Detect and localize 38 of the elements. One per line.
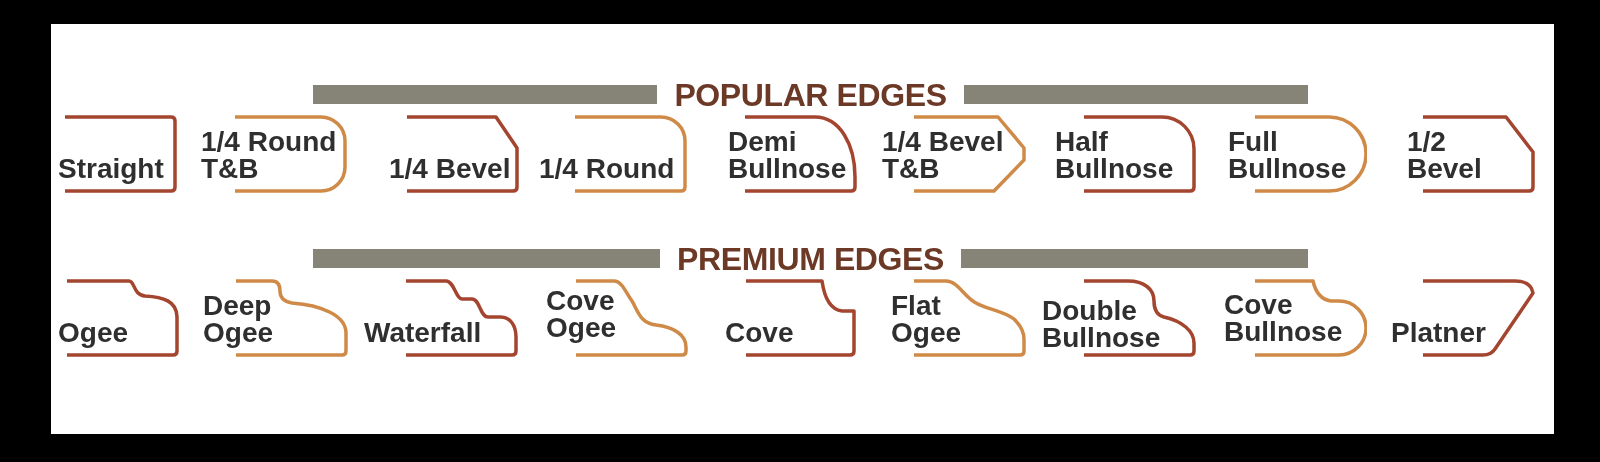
profile-label: Flat Ogee (891, 292, 962, 346)
edge-profile (546, 279, 688, 357)
profile-label: Half Bullnose (1055, 128, 1174, 182)
profile-label: Cove Bullnose (1224, 291, 1343, 345)
edge-profile (725, 279, 858, 357)
edge-profile (364, 279, 518, 357)
profile-label: Double Bullnose (1042, 297, 1161, 351)
edge-profile (891, 279, 1026, 357)
profile-label: 1/4 Bevel T&B (882, 128, 1005, 182)
edge-profile (1042, 279, 1196, 357)
profile-label: Straight (58, 155, 164, 182)
profile-label: Ogee (58, 319, 129, 346)
profile-label: 1/4 Round (539, 155, 675, 182)
profile-label: Deep Ogee (203, 292, 274, 346)
profile-label: Cove Ogee (546, 287, 617, 341)
edge-profile (203, 279, 348, 357)
edge-profile (539, 115, 687, 193)
profile-label: 1/2 Bevel (1407, 128, 1482, 182)
section-heading: POPULAR EDGES (674, 78, 947, 111)
profile-label: Demi Bullnose (728, 128, 847, 182)
edge-profile (1228, 115, 1367, 193)
edge-profile (1407, 115, 1535, 193)
edge-profile (1224, 279, 1367, 357)
profile-label: Waterfall (364, 319, 482, 346)
edge-profile (1391, 279, 1535, 357)
profile-label: Cove (725, 319, 794, 346)
edge-profile (1055, 115, 1196, 193)
edge-profile (389, 115, 519, 193)
profile-label: 1/4 Bevel (389, 155, 511, 182)
profile-label: Platner (1391, 319, 1486, 346)
edge-profile (58, 115, 177, 193)
section-heading: PREMIUM EDGES (677, 242, 944, 275)
profile-label: 1/4 Round T&B (201, 128, 338, 182)
edge-profile (58, 279, 179, 357)
edge-profile (882, 115, 1026, 193)
edge-profile (201, 115, 347, 193)
edge-profile (728, 115, 857, 193)
profile-label: Full Bullnose (1228, 128, 1347, 182)
